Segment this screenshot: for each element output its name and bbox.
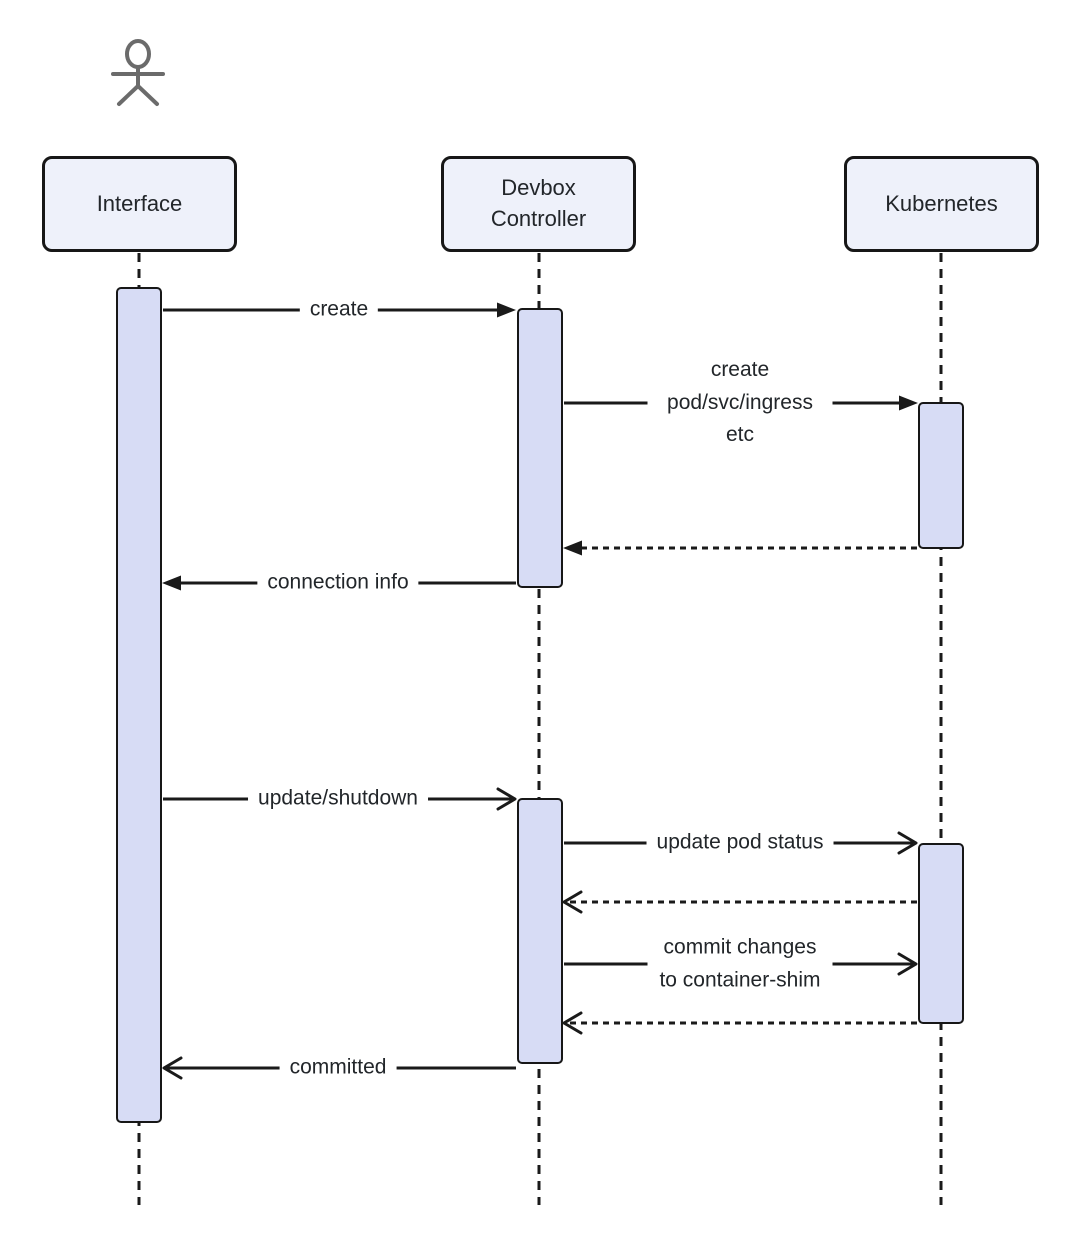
activation-bar-kubernetes-1: [918, 402, 964, 549]
message-label-commit-changes: commit changes to container-shim: [647, 931, 833, 997]
arrow-return-commit: [562, 1011, 917, 1035]
arrow-return-create: [563, 540, 917, 556]
person-icon: [111, 39, 165, 106]
message-label-update-shutdown: update/shutdown: [248, 782, 428, 816]
activation-bar-interface: [116, 287, 162, 1123]
activation-bar-kubernetes-2: [918, 843, 964, 1024]
participant-box-kubernetes: Kubernetes: [844, 156, 1039, 252]
participant-label-interface: Interface: [96, 190, 183, 216]
participant-label-kubernetes: Kubernetes: [885, 190, 998, 216]
message-label-committed: committed: [279, 1051, 397, 1085]
message-label-update-pod-status: update pod status: [646, 826, 834, 860]
message-label-connection-info: connection info: [257, 566, 419, 600]
participant-label-devbox-controller: Devbox Controller: [490, 175, 587, 231]
message-label-create: create: [299, 293, 379, 327]
arrow-return-update: [562, 890, 917, 914]
activation-bar-devbox-2: [517, 798, 563, 1064]
participant-box-interface: Interface: [42, 156, 237, 252]
message-label-create-pod-svc-ingress: create pod/svc/ingress etc: [647, 354, 833, 452]
activation-bar-devbox-1: [517, 308, 563, 588]
participant-box-devbox-controller: Devbox Controller: [441, 156, 636, 252]
